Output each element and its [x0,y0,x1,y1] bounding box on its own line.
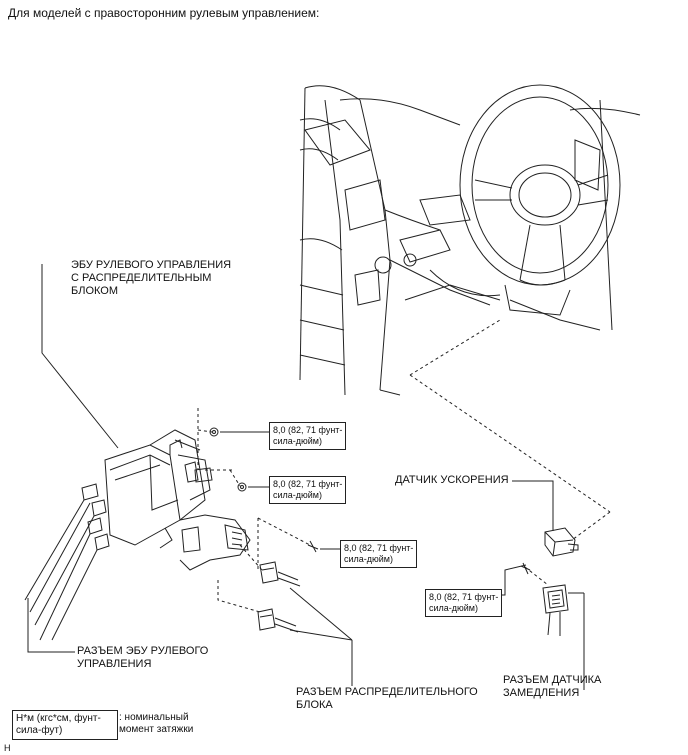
ecu-connector-wires [24,499,98,641]
steering-wheel-drawing [459,84,621,316]
dashed-leaders [197,319,611,613]
torque-legend-units: Н*м (кгс*см, фунт- сила-фут) [12,710,118,740]
leader-lines [27,264,585,690]
decel-connector-drawing [542,584,569,636]
ecu-connector-label: РАЗЪЕМ ЭБУ РУЛЕВОГО УПРАВЛЕНИЯ [77,645,209,670]
accel-sensor-drawing [544,527,579,557]
ecu-block-drawing [81,429,251,571]
accel-sensor-label: ДАТЧИК УСКОРЕНИЯ [395,474,509,486]
decel-connector-label: РАЗЪЕМ ДАТЧИКА ЗАМЕДЛЕНИЯ [503,674,602,699]
torque-spec-3: 8,0 (82, 71 фунт- сила-дюйм) [340,540,418,568]
dashboard-drawing [299,85,641,396]
figure-code: H [4,743,11,753]
bolt-icons [209,427,531,575]
page-title: Для моделей с правосторонним рулевым упр… [8,6,320,20]
torque-spec-4: 8,0 (82, 71 фунт- сила-дюйм) [425,589,503,617]
torque-spec-2: 8,0 (82, 71 фунт- сила-дюйм) [269,476,347,504]
torque-legend-meaning: : номинальный момент затяжки [119,712,194,735]
junction-connectors-drawing [257,561,301,633]
junction-connector-label: РАЗЪЕМ РАСПРЕДЕЛИТЕЛЬНОГО БЛОКА [296,686,478,711]
ecu-label: ЭБУ РУЛЕВОГО УПРАВЛЕНИЯ С РАСПРЕДЕЛИТЕЛЬ… [71,259,232,297]
torque-spec-1: 8,0 (82, 71 фунт- сила-дюйм) [269,422,347,450]
